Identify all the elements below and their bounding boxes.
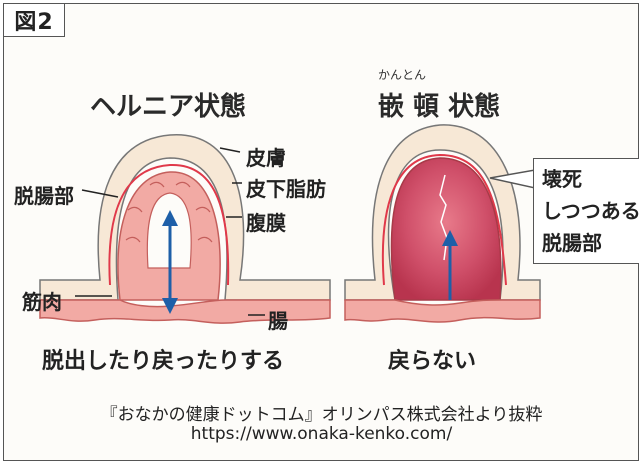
- callout-line-2: しつつある: [542, 199, 639, 223]
- figure-label: 図2: [3, 3, 65, 37]
- label-prolapsed-intestine: 脱腸部: [14, 184, 74, 208]
- label-peritoneum: 腹膜: [246, 211, 286, 235]
- label-skin: 皮膚: [246, 146, 286, 170]
- necrosis-callout: 壊死 しつつある 脱腸部: [533, 158, 639, 264]
- necrotic-intestine: [390, 157, 502, 301]
- label-intestine: 腸: [268, 309, 288, 333]
- callout-line-3: 脱腸部: [542, 231, 602, 255]
- label-subcutaneous-fat: 皮下脂肪: [246, 177, 326, 201]
- left-caption: 脱出したり戻ったりする: [42, 349, 285, 374]
- muscle-layer-right: [344, 299, 541, 323]
- ruby-kanton: かんとん: [378, 68, 427, 82]
- source-credit: 『おなかの健康ドットコム』オリンパス株式会社より抜粋: [100, 405, 543, 425]
- peritoneum-line: [108, 163, 230, 286]
- incarceration-diagram: [344, 124, 541, 323]
- label-muscle: 筋肉: [22, 290, 62, 314]
- source-url: https://www.onaka-kenko.com/: [190, 424, 453, 444]
- right-caption: 戻らない: [388, 349, 477, 374]
- right-title: 嵌 頓 状態: [378, 92, 501, 122]
- left-title: ヘルニア状態: [90, 92, 247, 122]
- hernia-diagram: [39, 134, 331, 324]
- callout-line-1: 壊死: [542, 167, 582, 191]
